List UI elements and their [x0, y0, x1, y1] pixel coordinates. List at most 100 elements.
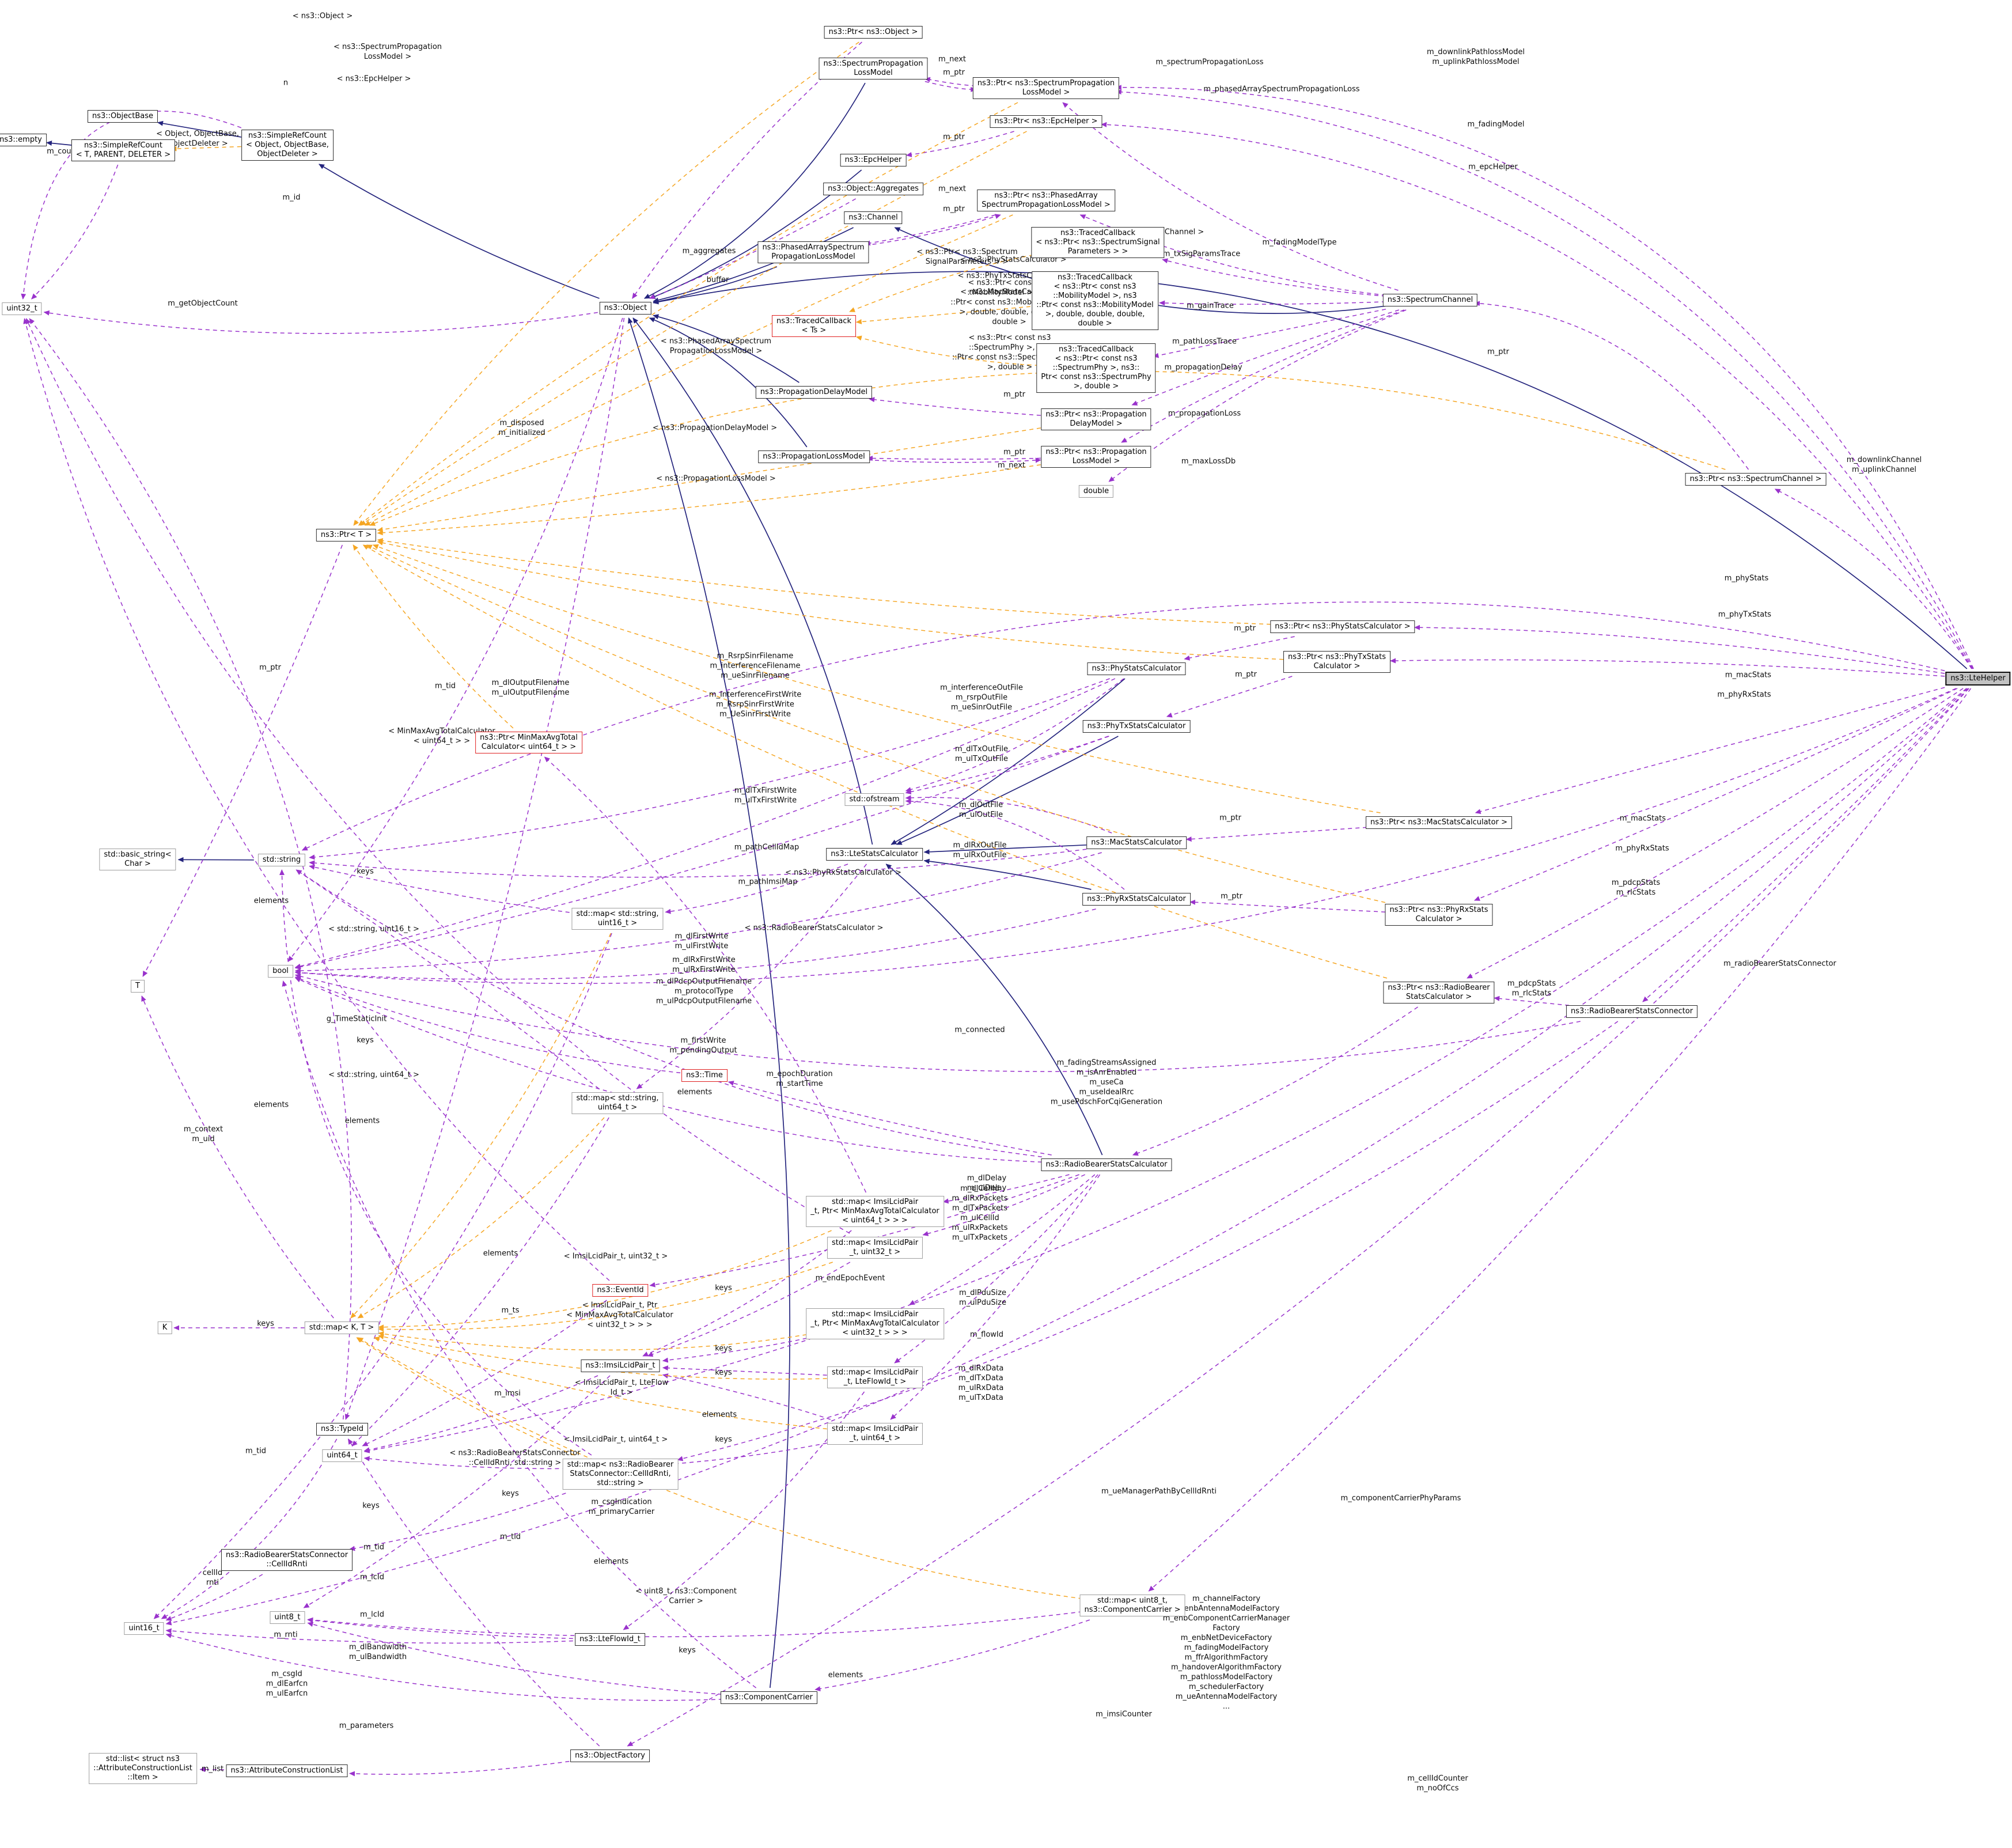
edge-label: m_dlFirstWrite m_ulFirstWrite [675, 932, 729, 950]
class-node-ofstream[interactable]: std::ofstream [844, 793, 904, 806]
edge-member-ltehelper-to-map-uint8-componentcarrier [1148, 688, 1972, 1592]
class-node-radio-bearer-stats-connector[interactable]: ns3::RadioBearerStatsConnector [1566, 1005, 1698, 1018]
class-node-ptr-t[interactable]: ns3::Ptr< T > [316, 529, 377, 541]
class-node-basic-string[interactable]: std::basic_string< Char > [99, 849, 176, 870]
class-node-uint8-t[interactable]: uint8_t [270, 1611, 305, 1624]
class-node-bool[interactable]: bool [268, 965, 293, 978]
class-node-ptr-phy-stats-calculator[interactable]: ns3::Ptr< ns3::PhyStatsCalculator > [1270, 620, 1415, 633]
class-node-ptr-phased-array[interactable]: ns3::Ptr< ns3::PhasedArray SpectrumPropa… [977, 190, 1115, 211]
class-node-lteflowid[interactable]: ns3::LteFlowId_t [575, 1633, 645, 1646]
class-node-ptr-minmax-uint64[interactable]: ns3::Ptr< MinMaxAvgTotal Calculator< uin… [475, 732, 582, 753]
edge-member-map-cellidrnti-string-to-std-string [279, 869, 592, 1456]
class-node-spectrum-propagation-loss-model[interactable]: ns3::SpectrumPropagation LossModel [819, 58, 928, 79]
edge-label: m_context m_uid [183, 1125, 223, 1143]
edge-label: m_spectrumPropagationLoss [1155, 58, 1264, 67]
edge-inheritance-phased-array-model-to-object [653, 266, 778, 304]
class-node-mac-stats-calculator[interactable]: ns3::MacStatsCalculator [1086, 836, 1187, 849]
class-node-uint32-t[interactable]: uint32_t [2, 302, 42, 315]
class-node-componentcarrier[interactable]: ns3::ComponentCarrier [721, 1691, 817, 1704]
class-node-ptr-phy-rx-stats-calculator[interactable]: ns3::Ptr< ns3::PhyRxStats Calculator > [1385, 904, 1493, 926]
edge-template-simplerefcount-object-to-simplerefcount-t [170, 146, 241, 152]
class-node-radio-bearer-stats-calculator[interactable]: ns3::RadioBearerStatsCalculator [1041, 1158, 1172, 1171]
class-node-attr-list[interactable]: std::list< struct ns3 ::AttributeConstru… [89, 1753, 197, 1784]
edge-label: m_macStats [1619, 814, 1666, 823]
class-node-cellidrnti[interactable]: ns3::RadioBearerStatsConnector ::CellIdR… [221, 1549, 353, 1571]
class-node-ltehelper[interactable]: ns3::LteHelper [1945, 672, 2011, 686]
edge-inheritance-phy-stats-calculator-to-lte-stats-calculator [891, 678, 1126, 845]
class-node-map-ilp-uint64[interactable]: std::map< ImsiLcidPair _t, uint64_t > [827, 1423, 923, 1445]
edge-label: m_dlDelay m_ulDelay [967, 1174, 1007, 1192]
class-node-propagation-delay-model[interactable]: ns3::PropagationDelayModel [755, 386, 873, 399]
class-node-tc-spectrum-signal[interactable]: ns3::TracedCallback < ns3::Ptr< ns3::Spe… [1031, 227, 1165, 258]
edge-label: m_dlRxOutFile m_ulRxOutFile [953, 841, 1007, 859]
class-node-objectfactory[interactable]: ns3::ObjectFactory [570, 1749, 650, 1762]
edge-member-simplerefcount-object-to-uint32-t [21, 111, 242, 300]
class-node-channel[interactable]: ns3::Channel [844, 211, 903, 224]
edge-label: keys [715, 1283, 732, 1293]
edge-member-ptr-phy-tx-stats-calculator-to-phy-tx-stats-calculator [1166, 676, 1293, 718]
edge-label: m_imsi [494, 1389, 521, 1398]
class-node-ptr-object[interactable]: ns3::Ptr< ns3::Object > [824, 26, 923, 39]
class-node-map-ilp-minmax64[interactable]: std::map< ImsiLcidPair _t, Ptr< MinMaxAv… [806, 1196, 944, 1227]
edge-member-spectrum-channel-to-ptr-spectrum-propagation-loss-model [1062, 102, 1399, 291]
class-node-empty[interactable]: ns3::empty [0, 134, 47, 146]
class-node-map-uint8-componentcarrier[interactable]: std::map< uint8_t, ns3::ComponentCarrier… [1079, 1595, 1185, 1616]
class-node-phased-array-model[interactable]: ns3::PhasedArraySpectrum PropagationLoss… [757, 241, 869, 263]
class-node-tc-mobility[interactable]: ns3::TracedCallback < ns3::Ptr< const ns… [1032, 271, 1158, 330]
class-node-uint16-t[interactable]: uint16_t [124, 1622, 164, 1635]
class-node-object[interactable]: ns3::Object [599, 302, 652, 315]
edge-label: m_ptr [943, 205, 965, 214]
class-node-ptr-epc-helper[interactable]: ns3::Ptr< ns3::EpcHelper > [990, 115, 1102, 128]
class-node-typeid[interactable]: ns3::TypeId [316, 1423, 368, 1436]
class-node-ptr-phy-tx-stats-calculator[interactable]: ns3::Ptr< ns3::PhyTxStats Calculator > [1283, 651, 1390, 673]
class-node-map-string-uint64[interactable]: std::map< std::string, uint64_t > [571, 1092, 664, 1114]
class-node-map-k-t[interactable]: std::map< K, T > [304, 1321, 379, 1334]
class-node-propagation-loss-model[interactable]: ns3::PropagationLossModel [758, 450, 870, 463]
class-node-time[interactable]: ns3::Time [681, 1069, 727, 1082]
edge-member-radio-bearer-stats-calculator-to-map-ilp-minmax32 [909, 1174, 1096, 1305]
class-node-attr-construction-list[interactable]: ns3::AttributeConstructionList [226, 1764, 348, 1777]
edge-member-eventid-to-uint64-t [362, 1300, 607, 1446]
class-node-ptr-propagation-delay-model[interactable]: ns3::Ptr< ns3::Propagation DelayModel > [1041, 408, 1151, 430]
class-node-std-string[interactable]: std::string [257, 854, 306, 866]
class-node-phy-stats-calculator[interactable]: ns3::PhyStatsCalculator [1087, 662, 1186, 675]
class-node-map-cellidrnti-string[interactable]: std::map< ns3::RadioBearer StatsConnecto… [562, 1459, 679, 1490]
edge-label: m_next [938, 55, 966, 64]
class-node-ptr-mac-stats-calculator[interactable]: ns3::Ptr< ns3::MacStatsCalculator > [1366, 816, 1512, 829]
edge-label: m_dlOutFile m_ulOutFile [958, 801, 1003, 819]
class-node-ptr-radio-bearer-stats-calculator[interactable]: ns3::Ptr< ns3::RadioBearer StatsCalculat… [1383, 982, 1495, 1003]
edge-label: < ns3::RadioBearerStatsCalculator > [744, 923, 884, 933]
class-node-spectrum-channel[interactable]: ns3::SpectrumChannel [1382, 294, 1478, 306]
edge-label: m_phyStats [1724, 574, 1769, 583]
class-node-phy-tx-stats-calculator[interactable]: ns3::PhyTxStatsCalculator [1082, 720, 1191, 733]
class-node-t[interactable]: T [131, 980, 145, 993]
class-node-map-ilp-minmax32[interactable]: std::map< ImsiLcidPair _t, Ptr< MinMaxAv… [806, 1308, 944, 1339]
edge-member-ltehelper-to-radio-bearer-stats-connector [1642, 688, 1969, 1002]
class-node-map-ilp-uint32[interactable]: std::map< ImsiLcidPair _t, uint32_t > [827, 1237, 923, 1259]
class-node-ptr-spectrum-channel[interactable]: ns3::Ptr< ns3::SpectrumChannel > [1685, 473, 1827, 486]
class-node-simplerefcount-t[interactable]: ns3::SimpleRefCount < T, PARENT, DELETER… [71, 139, 176, 161]
class-node-epc-helper[interactable]: ns3::EpcHelper [840, 154, 907, 166]
class-node-uint64-t[interactable]: uint64_t [322, 1449, 362, 1462]
class-node-simplerefcount-object[interactable]: ns3::SimpleRefCount < Object, ObjectBase… [241, 130, 334, 161]
class-node-lte-stats-calculator[interactable]: ns3::LteStatsCalculator [826, 848, 923, 861]
class-node-ptr-propagation-loss-model[interactable]: ns3::Ptr< ns3::Propagation LossModel > [1041, 446, 1151, 468]
edge-label: m_aggregates [682, 247, 736, 256]
edge-label: m_phyRxStats [1615, 844, 1669, 853]
edge-member-object-aggregates-to-object [649, 198, 857, 299]
class-node-imsilcidpair[interactable]: ns3::ImsiLcidPair_t [581, 1360, 660, 1372]
class-node-tc-spectrum-phy[interactable]: ns3::TracedCallback < ns3::Ptr< const ns… [1036, 343, 1156, 393]
edge-label: m_propagationDelay [1164, 363, 1242, 372]
class-node-eventid[interactable]: ns3::EventId [592, 1284, 649, 1297]
class-node-map-ilp-lteflowid[interactable]: std::map< ImsiLcidPair _t, LteFlowId_t > [827, 1366, 923, 1388]
edge-label: m_interferenceOutFile m_rsrpOutFile m_ue… [940, 683, 1023, 712]
class-node-ptr-spectrum-propagation-loss-model[interactable]: ns3::Ptr< ns3::SpectrumPropagation LossM… [972, 77, 1120, 99]
class-node-double[interactable]: double [1078, 485, 1114, 498]
edge-member-ltehelper-to-uint16-t [165, 688, 1968, 1626]
class-node-k[interactable]: K [157, 1321, 172, 1334]
class-node-object-aggregates[interactable]: ns3::Object::Aggregates [823, 183, 923, 195]
class-node-objectbase[interactable]: ns3::ObjectBase [87, 110, 158, 123]
class-node-tc-ts[interactable]: ns3::TracedCallback < Ts > [772, 315, 856, 337]
class-node-map-string-uint16[interactable]: std::map< std::string, uint16_t > [571, 908, 664, 930]
class-node-phy-rx-stats-calculator[interactable]: ns3::PhyRxStatsCalculator [1082, 893, 1191, 906]
